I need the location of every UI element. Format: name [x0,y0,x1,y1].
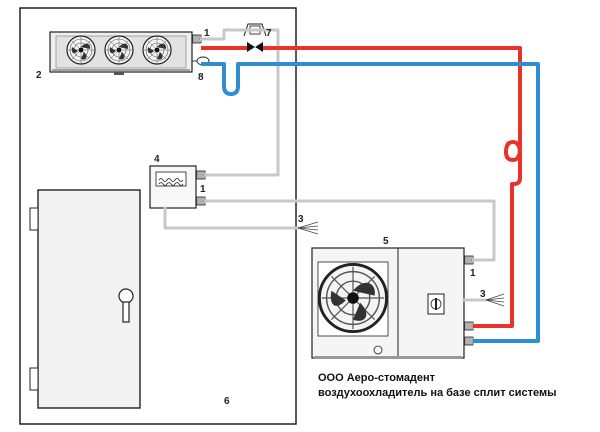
label-3-controller: 3 [298,214,304,225]
solenoid-valve [243,23,267,52]
label-7: 7 [266,28,272,39]
switch-icon [427,293,445,315]
label-6: 6 [224,396,230,407]
cold-room-outline [19,7,297,425]
label-1-evaporator: 1 [204,28,210,39]
fan-icon [66,35,96,65]
label-1-condenser: 1 [470,268,476,279]
electrical-cables [163,28,496,302]
caption-description: воздухоохладитель на базе сплит системы [318,387,557,399]
condensing-unit [311,247,474,359]
cable-connector-icon [464,321,474,331]
drain-icon [373,345,383,355]
controller-box [149,165,206,209]
solenoid-valve-icon [247,42,263,52]
label-5: 5 [383,236,389,247]
door-handle-icon [118,288,134,323]
cold-room-door [29,189,141,409]
label-4: 4 [154,154,160,165]
cable-connector-icon [464,336,474,346]
fan-icon [317,262,389,334]
fan-icon [142,35,172,65]
caption-company: ООО Аеро-стомадент [318,372,436,384]
label-2: 2 [36,70,42,81]
cable-end-icon [297,221,505,307]
evaporator-unit [49,31,202,75]
label-1-controller: 1 [200,184,206,195]
fan-icon [104,35,134,65]
liquid-line [201,46,522,328]
label-8: 8 [198,72,204,83]
label-3-condenser: 3 [480,289,486,300]
suction-line [201,62,540,343]
